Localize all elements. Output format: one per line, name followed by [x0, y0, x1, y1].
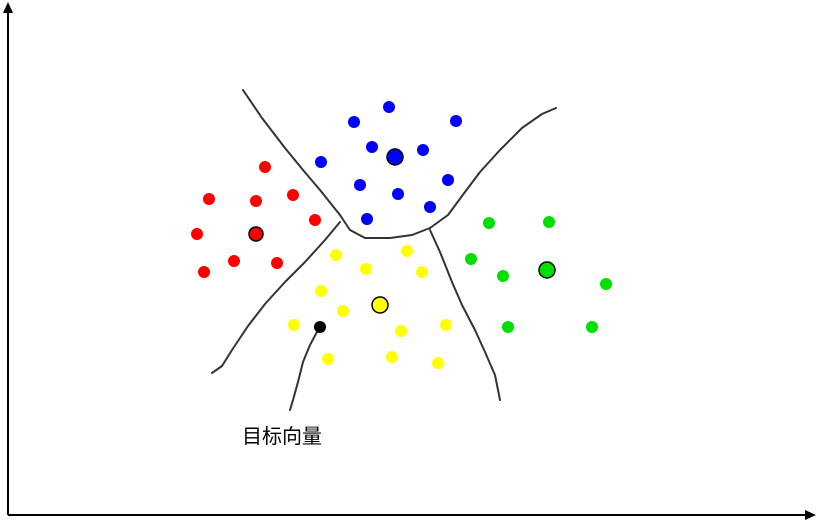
red-point [198, 266, 210, 278]
yellow-point [395, 325, 407, 337]
green-point [497, 270, 509, 282]
boundary-yellow-green [429, 229, 501, 401]
red-point [203, 193, 215, 205]
yellow-point [337, 305, 349, 317]
red-centroid [248, 226, 264, 242]
target-vector-point [314, 321, 326, 333]
axes [3, 2, 816, 520]
yellow-point [432, 357, 444, 369]
blue-point [383, 101, 395, 113]
blue-point [315, 156, 327, 168]
green-point [586, 321, 598, 333]
red-point [191, 228, 203, 240]
blue-point [354, 179, 366, 191]
boundary-red-blue [242, 89, 341, 216]
red-point [271, 257, 283, 269]
yellow-point [360, 263, 372, 275]
yellow-point [416, 266, 428, 278]
green-point [600, 278, 612, 290]
blue-centroid [386, 148, 404, 166]
blue-point [450, 115, 462, 127]
red-point [259, 161, 271, 173]
green-point [483, 217, 495, 229]
blue-point [348, 116, 360, 128]
red-point [250, 195, 262, 207]
green-cluster [465, 216, 612, 333]
green-point [543, 216, 555, 228]
green-centroid [538, 261, 556, 279]
annotation-leader-line [289, 329, 319, 411]
red-cluster [191, 161, 321, 278]
blue-point [442, 174, 454, 186]
yellow-point [440, 319, 452, 331]
blue-cluster [315, 101, 462, 225]
blue-point [417, 144, 429, 156]
yellow-point [330, 249, 342, 261]
boundary-blue-bottom [339, 214, 431, 239]
blue-point [392, 188, 404, 200]
yellow-point [322, 353, 334, 365]
blue-point [366, 141, 378, 153]
red-point [287, 189, 299, 201]
yellow-point [386, 351, 398, 363]
yellow-point [288, 319, 300, 331]
yellow-cluster [288, 245, 452, 369]
yellow-point [315, 285, 327, 297]
boundary-red-yellow [211, 221, 341, 374]
cluster-boundaries [211, 89, 557, 401]
green-point [502, 321, 514, 333]
yellow-centroid [371, 296, 389, 314]
red-point [228, 255, 240, 267]
green-point [465, 253, 477, 265]
target-vector-label: 目标向量 [242, 424, 322, 448]
blue-point [424, 201, 436, 213]
yellow-point [401, 245, 413, 257]
red-point [309, 214, 321, 226]
boundary-blue-green [429, 107, 557, 229]
x-axis-arrow [805, 510, 816, 520]
blue-point [361, 213, 373, 225]
y-axis-arrow [3, 2, 13, 13]
